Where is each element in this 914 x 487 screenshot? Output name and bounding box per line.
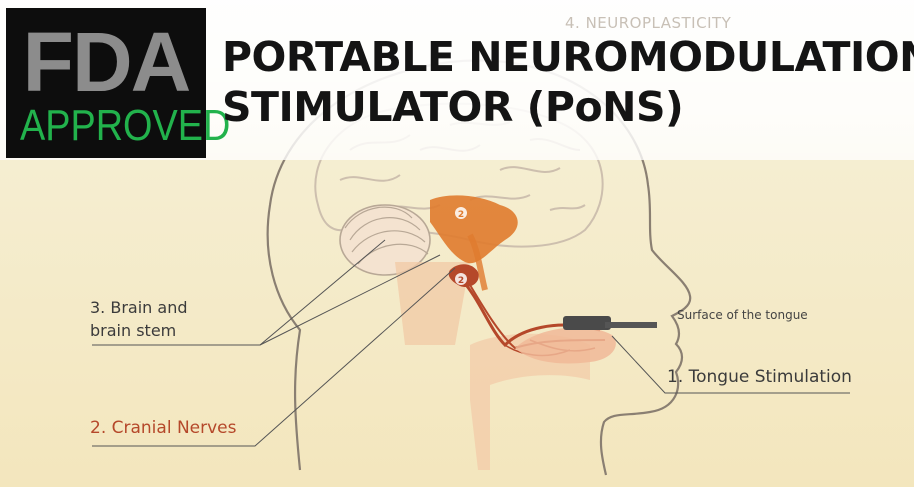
badge-fda-text: FDA — [6, 20, 206, 104]
page-title: PORTABLE NEUROMODULATION STIMULATOR (PoN… — [222, 32, 914, 132]
label-cranial-nerves: 2. Cranial Nerves — [90, 418, 236, 438]
label-brain-line-1: 3. Brain and — [90, 296, 187, 319]
badge-approved-text: APPROVED — [20, 102, 192, 150]
section-label: 4. NEUROPLASTICITY — [565, 14, 731, 32]
label-brain-and-brain-stem: 3. Brain and brain stem — [90, 296, 187, 342]
marker-upper-text: 2 — [458, 210, 464, 220]
title-line-1: PORTABLE NEUROMODULATION — [222, 32, 914, 82]
fda-approved-badge: FDA APPROVED — [6, 8, 206, 158]
label-surface-of-tongue: Surface of the tongue — [677, 308, 808, 322]
label-brain-line-2: brain stem — [90, 319, 187, 342]
marker-lower-text: 2 — [458, 276, 464, 286]
label-tongue-stimulation: 1. Tongue Stimulation — [667, 367, 852, 387]
title-line-2: STIMULATOR (PoNS) — [222, 82, 914, 132]
pons-device — [563, 316, 657, 330]
